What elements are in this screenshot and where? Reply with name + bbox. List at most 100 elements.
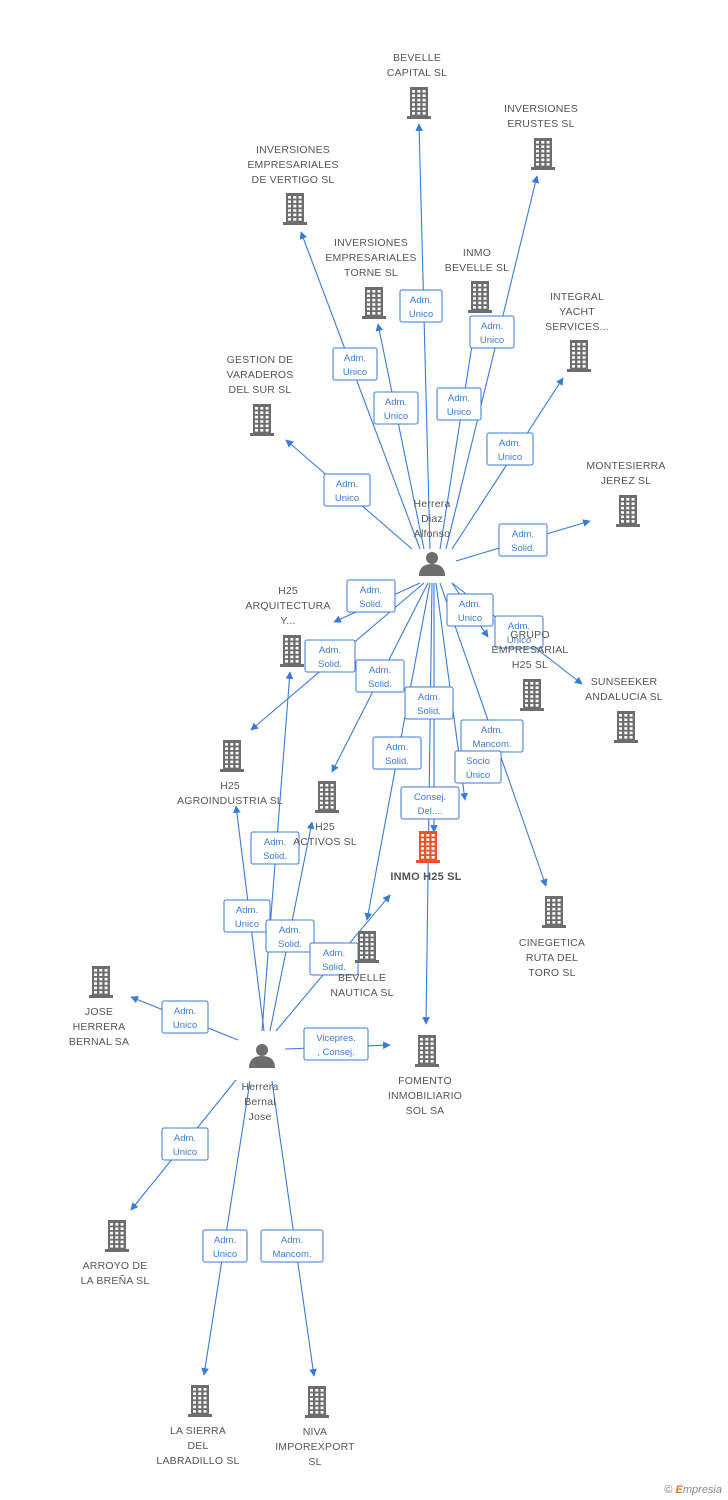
building-icon[interactable] xyxy=(416,831,440,863)
building-icon[interactable] xyxy=(407,87,431,119)
node-label[interactable]: ERUSTES SL xyxy=(507,118,574,130)
relationship-label[interactable]: Adm.Unico xyxy=(494,615,544,649)
building-icon[interactable] xyxy=(355,931,379,963)
node-h25_empresarial[interactable]: GRUPO EMPRESARIAL H25 SL xyxy=(492,629,569,711)
relationship-box[interactable] xyxy=(323,473,371,507)
node-label[interactable]: INMO H25 SL xyxy=(390,871,461,883)
relationship-label[interactable]: Adm.Unico xyxy=(373,391,419,425)
brand-footer[interactable]: © Empresia xyxy=(664,1484,722,1496)
node-label[interactable]: AGROINDUSTRIA SL xyxy=(177,795,283,807)
node-label[interactable]: H25 xyxy=(220,780,240,792)
relationship-label[interactable]: Adm.Unico xyxy=(161,1127,209,1161)
node-label[interactable]: H25 SL xyxy=(512,659,548,671)
relationship-label[interactable]: Adm.Solid. xyxy=(404,686,454,720)
node-label[interactable]: TORNE SL xyxy=(344,267,398,279)
relationship-box[interactable] xyxy=(494,615,544,649)
building-icon[interactable] xyxy=(567,340,591,372)
relationship-label[interactable]: Adm.Mancom. xyxy=(260,1229,324,1263)
relationship-box[interactable] xyxy=(265,919,315,953)
node-label[interactable]: SOL SA xyxy=(406,1105,445,1117)
building-icon[interactable] xyxy=(250,404,274,436)
relationship-label[interactable]: Adm.Solid. xyxy=(265,919,315,953)
node-label[interactable]: SUNSEEKER xyxy=(591,676,658,688)
building-icon[interactable] xyxy=(542,896,566,928)
node-label[interactable]: IMPOREXPORT xyxy=(275,1441,355,1453)
person-icon[interactable] xyxy=(419,552,445,576)
relationship-label[interactable]: Adm.Unico xyxy=(446,593,494,627)
node-label[interactable]: BEVELLE xyxy=(338,972,386,984)
relationship-label[interactable]: Adm.Solid. xyxy=(304,639,356,673)
relationship-label[interactable]: Adm.Unico xyxy=(323,473,371,507)
node-label[interactable]: RUTA DEL xyxy=(526,952,578,964)
relationship-box[interactable] xyxy=(469,315,515,349)
relationship-box[interactable] xyxy=(355,659,405,693)
building-icon[interactable] xyxy=(315,781,339,813)
relationship-box[interactable] xyxy=(250,831,300,865)
person-icon[interactable] xyxy=(249,1044,275,1068)
relationship-label[interactable]: Adm.Unico xyxy=(332,347,378,381)
node-label[interactable]: VARADEROS xyxy=(227,369,294,381)
node-label[interactable]: EMPRESARIALES xyxy=(247,159,338,171)
node-label[interactable]: JEREZ SL xyxy=(601,475,652,487)
node-integral_yacht[interactable]: INTEGRALYACHTSERVICES... xyxy=(545,291,609,372)
node-label[interactable]: INTEGRAL xyxy=(550,291,604,303)
relationship-label[interactable]: Adm.Unico xyxy=(486,432,534,466)
building-icon[interactable] xyxy=(280,635,304,667)
node-label[interactable]: LA SIERRA xyxy=(170,1425,226,1437)
building-icon[interactable] xyxy=(415,1035,439,1067)
relationship-box[interactable] xyxy=(260,1229,324,1263)
node-label[interactable]: DEL xyxy=(187,1440,208,1452)
relationship-label[interactable]: Adm.Unico xyxy=(202,1229,248,1263)
relationship-label[interactable]: Adm.Unico xyxy=(436,387,482,421)
node-label[interactable]: Herrera xyxy=(242,1081,279,1093)
node-label[interactable]: TORO SL xyxy=(528,967,575,979)
relationship-box[interactable] xyxy=(373,391,419,425)
node-label[interactable]: Bernal xyxy=(244,1096,276,1108)
node-label[interactable]: H25 xyxy=(278,585,298,597)
building-icon[interactable] xyxy=(520,679,544,711)
node-label[interactable]: GESTION DE xyxy=(227,354,294,366)
node-label[interactable]: ANDALUCIA SL xyxy=(585,691,663,703)
node-label[interactable]: GRUPO xyxy=(510,629,550,641)
node-label[interactable]: INMOBILIARIO xyxy=(388,1090,462,1102)
node-label[interactable]: H25 xyxy=(315,821,335,833)
relationship-box[interactable] xyxy=(303,1027,369,1061)
node-label[interactable]: HERRERA xyxy=(73,1021,126,1033)
relationship-label[interactable]: Adm.Solid. xyxy=(355,659,405,693)
node-label[interactable]: NIVA xyxy=(303,1426,328,1438)
node-label[interactable]: SERVICES... xyxy=(545,321,609,333)
building-icon[interactable] xyxy=(305,1386,329,1418)
node-label[interactable]: BEVELLE xyxy=(393,52,441,64)
relationship-box[interactable] xyxy=(332,347,378,381)
relationship-label[interactable]: Adm.Solid. xyxy=(250,831,300,865)
relationship-box[interactable] xyxy=(498,523,548,557)
building-icon[interactable] xyxy=(616,495,640,527)
node-label[interactable]: ARQUITECTURA xyxy=(245,600,330,612)
node-label[interactable]: EMPRESARIAL xyxy=(492,644,569,656)
relationship-label[interactable]: Adm.Unico xyxy=(469,315,515,349)
building-icon[interactable] xyxy=(89,966,113,998)
relationship-label[interactable]: Adm.Unico xyxy=(223,899,271,933)
relationship-box[interactable] xyxy=(202,1229,248,1263)
relationship-box[interactable] xyxy=(436,387,482,421)
relationship-box[interactable] xyxy=(486,432,534,466)
node-h25_arquitectura[interactable]: H25ARQUITECTURAY... xyxy=(245,585,330,667)
node-label[interactable]: INMO xyxy=(463,247,491,259)
node-label[interactable]: ACTIVOS SL xyxy=(293,836,357,848)
